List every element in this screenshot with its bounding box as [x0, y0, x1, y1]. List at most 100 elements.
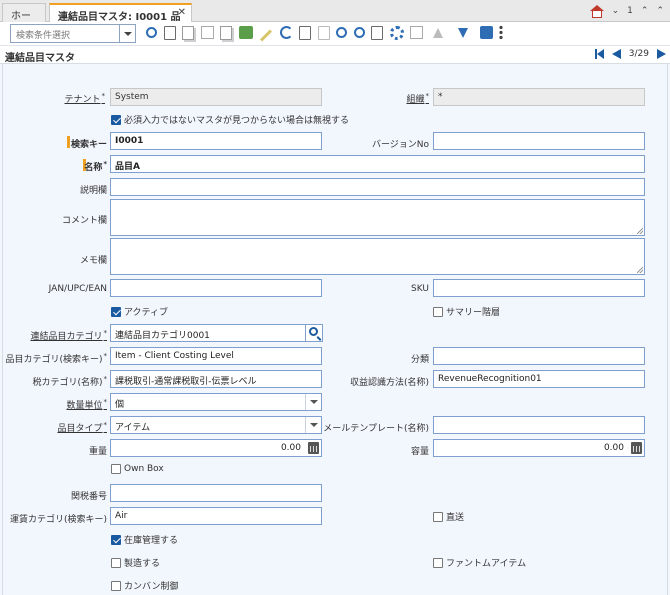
version-field[interactable] — [433, 132, 645, 150]
search-key-field[interactable]: I0001 — [110, 132, 322, 150]
detail-form: テナント* System 組織* * 必須入力ではないマスタが見つからない場合は… — [2, 64, 668, 595]
search-condition-placeholder: 検索条件選択 — [16, 31, 71, 41]
page-title: 連結品目マスタ — [5, 53, 75, 64]
description-field[interactable] — [110, 178, 645, 196]
chevron-down-icon[interactable] — [119, 25, 135, 42]
checkbox-checked[interactable] — [111, 534, 121, 545]
sku-label: SKU — [411, 284, 429, 294]
volume-label: 容量 — [410, 447, 429, 457]
edit-icon[interactable] — [259, 29, 273, 42]
revenue-recognition-field[interactable]: RevenueRecognition01 — [433, 370, 645, 388]
calculator-icon[interactable] — [308, 442, 319, 454]
uom-label[interactable]: 数量単位* — [66, 398, 107, 411]
checkbox-unchecked[interactable] — [433, 306, 443, 317]
freight-category-label: 運賃カテゴリ(検索キー) — [9, 515, 107, 525]
freight-category-field[interactable]: Air — [110, 507, 322, 525]
report-icon[interactable] — [371, 25, 383, 40]
search-condition-select[interactable]: 検索条件選択 — [10, 24, 136, 43]
phantom-checkbox[interactable]: ファントムアイテム — [433, 556, 526, 569]
linked-category-field[interactable]: 連結品目カテゴリ0001 — [110, 324, 306, 342]
archive-icon[interactable] — [238, 26, 253, 39]
uom-select[interactable]: 個 — [110, 393, 322, 411]
tax-category-field[interactable]: 課税取引-通常課税取引-伝票レベル — [110, 370, 322, 388]
weight-value: 0.00 — [280, 443, 301, 453]
checkbox-unchecked[interactable] — [433, 511, 443, 522]
tariff-field[interactable] — [110, 484, 322, 502]
zoom-icon[interactable] — [336, 27, 347, 38]
lookup-icon[interactable] — [353, 27, 365, 38]
volume-value: 0.00 — [603, 443, 624, 453]
tab-home[interactable]: ホーム — [2, 3, 46, 37]
item-type-label[interactable]: 品目タイプ* — [57, 421, 107, 434]
new-record-icon[interactable] — [163, 25, 176, 40]
save-icon[interactable] — [200, 26, 214, 39]
drop-ship-checkbox[interactable]: 直送 — [433, 510, 464, 523]
own-box-checkbox[interactable]: Own Box — [111, 464, 164, 474]
tariff-label: 関税番号 — [70, 492, 107, 502]
volume-field[interactable]: 0.00 — [433, 439, 645, 457]
more-icon[interactable] — [499, 25, 503, 40]
memo-label: メモ欄 — [79, 256, 107, 266]
name-field[interactable]: 品目A — [110, 155, 645, 173]
next-record-icon[interactable] — [657, 49, 666, 59]
first-record-icon[interactable] — [594, 49, 604, 59]
sku-field[interactable] — [433, 279, 645, 297]
weight-field[interactable]: 0.00 — [110, 439, 322, 457]
collapse-icon[interactable]: ⌃ — [656, 6, 664, 16]
prev-record-icon[interactable] — [611, 49, 621, 59]
chevron-down-icon[interactable] — [305, 394, 321, 410]
home-icon[interactable] — [589, 4, 604, 18]
classification-field[interactable] — [433, 347, 645, 365]
stocked-checkbox[interactable]: 在庫管理する — [111, 533, 178, 546]
linked-category-label[interactable]: 連結品目カテゴリ* — [30, 329, 107, 342]
tab-bar: ホーム 連結品目マスタ: I0001 品目A ✕ ⌄ 1 ⌃ ⌃ — [0, 0, 670, 38]
arrow-up-icon[interactable] — [432, 27, 443, 38]
grid-toggle-icon[interactable] — [299, 25, 311, 40]
search-icon[interactable] — [146, 27, 157, 38]
search-key-label: 検索キー — [70, 140, 107, 150]
gear-icon[interactable] — [389, 25, 404, 40]
mail-template-label: メールテンプレート(名称) — [323, 424, 429, 434]
record-navigation: 3/29 — [594, 49, 666, 59]
checkbox-unchecked[interactable] — [433, 557, 443, 568]
item-type-select[interactable]: アイテム — [110, 416, 322, 434]
active-checkbox[interactable]: アクティブ — [111, 305, 168, 318]
memo-textarea[interactable] — [110, 238, 645, 275]
comment-textarea[interactable] — [110, 199, 645, 236]
mail-template-field[interactable] — [433, 416, 645, 434]
arrow-down-icon[interactable] — [457, 27, 468, 38]
chevron-double-down-icon[interactable]: ⌄ — [611, 6, 620, 16]
toolbar: 検索条件選択 — [0, 22, 670, 46]
checkbox-unchecked[interactable] — [111, 557, 121, 568]
mandatory-marker — [67, 136, 70, 148]
close-icon[interactable]: ✕ — [177, 7, 186, 18]
kanban-checkbox[interactable]: カンバン制御 — [111, 579, 178, 592]
checkbox-unchecked[interactable] — [111, 464, 121, 474]
chevron-down-icon[interactable] — [305, 417, 321, 433]
ignore-missing-master-checkbox[interactable]: 必須入力ではないマスタが見つからない場合は無視する — [111, 113, 349, 126]
checkbox-unchecked[interactable] — [111, 580, 121, 591]
print-icon[interactable] — [410, 26, 423, 39]
tag-icon[interactable] — [479, 26, 493, 39]
manufactured-checkbox[interactable]: 製造する — [111, 556, 160, 569]
tenant-field: System — [110, 88, 322, 106]
item-type-value: アイテム — [115, 423, 151, 433]
item-category-field[interactable]: Item - Client Costing Level — [110, 347, 322, 365]
tab-linked-item-master[interactable]: 連結品目マスタ: I0001 品目A ✕ — [49, 3, 192, 38]
checkbox-checked[interactable] — [111, 114, 121, 125]
calculator-icon[interactable] — [631, 442, 642, 454]
jan-field[interactable] — [110, 279, 322, 297]
attachment-icon[interactable] — [317, 25, 330, 40]
lookup-button[interactable] — [305, 324, 323, 342]
chevron-double-up-icon[interactable]: ⌃ — [640, 6, 649, 16]
summary-checkbox[interactable]: サマリー階層 — [433, 305, 500, 318]
uom-value: 個 — [115, 400, 125, 410]
checkbox-checked[interactable] — [111, 306, 121, 317]
multi-record-icon[interactable] — [220, 25, 232, 40]
tenant-label[interactable]: テナント* — [64, 92, 105, 105]
name-label: 名称* — [84, 160, 107, 173]
copy-record-icon[interactable] — [182, 25, 194, 40]
mandatory-marker — [83, 159, 86, 171]
refresh-icon[interactable] — [279, 26, 293, 39]
org-label[interactable]: 組織* — [406, 92, 429, 105]
